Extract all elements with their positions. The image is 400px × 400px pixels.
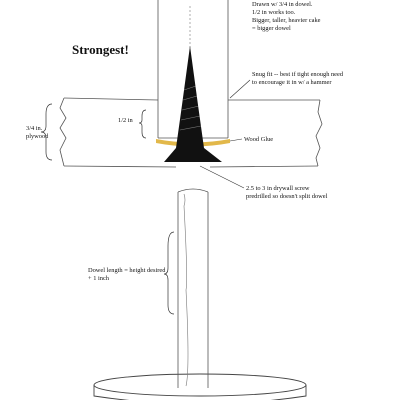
svg-text:3/4 in.: 3/4 in. xyxy=(26,125,43,132)
svg-text:predrilled so doesn't split do: predrilled so doesn't split dowel xyxy=(246,193,328,200)
svg-text:+ 1 inch: + 1 inch xyxy=(88,275,110,282)
svg-text:Bigger, taller, heavier cake: Bigger, taller, heavier cake xyxy=(252,17,321,24)
svg-text:Dowel length = height desired: Dowel length = height desired xyxy=(88,267,166,274)
wood-glue-label: Wood Glue xyxy=(244,136,273,143)
half-inch-label: 1/2 in xyxy=(118,117,134,124)
leader-lines xyxy=(199,79,251,189)
length-bracket xyxy=(163,231,175,315)
fit-note: Snug fit -- best if tight enough need to… xyxy=(252,71,344,86)
plywood-label: 3/4 in. plywood xyxy=(26,125,49,140)
drywall-screw xyxy=(164,6,222,162)
dowel-length xyxy=(177,188,209,388)
svg-text:Snug fit -- best if tight enou: Snug fit -- best if tight enough need xyxy=(252,71,344,78)
svg-text:= bigger dowel: = bigger dowel xyxy=(252,25,291,32)
round-base xyxy=(93,373,307,400)
svg-text:1/2 in works too.: 1/2 in works too. xyxy=(252,9,296,16)
heading-text: Strongest! xyxy=(72,42,129,57)
svg-text:2.5 to 3 in drywall screw: 2.5 to 3 in drywall screw xyxy=(246,185,310,192)
length-note: Dowel length = height desired + 1 inch xyxy=(88,267,166,282)
svg-text:plywood: plywood xyxy=(26,133,49,140)
plywood-board xyxy=(59,97,323,168)
screw-note: 2.5 to 3 in drywall screw predrilled so … xyxy=(246,185,328,200)
svg-text:to encourage it in w/ a hammer: to encourage it in w/ a hammer xyxy=(252,79,332,86)
plywood-bracket xyxy=(40,103,53,161)
svg-text:Drawn w/ 3/4 in dowel.: Drawn w/ 3/4 in dowel. xyxy=(252,1,313,8)
half-inch-bracket xyxy=(138,109,147,139)
dowel-note: Drawn w/ 3/4 in dowel. 1/2 in works too.… xyxy=(252,1,321,32)
